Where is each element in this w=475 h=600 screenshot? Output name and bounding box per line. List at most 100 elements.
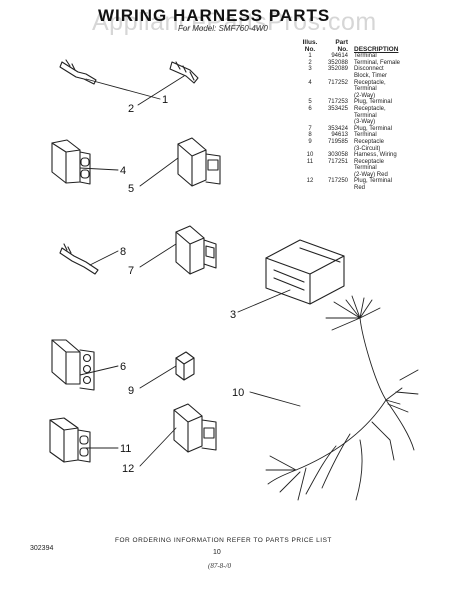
description-cell: (3-Circuit) [354,145,381,152]
illus-cell: 11 [306,158,314,165]
table-row: Terminal [300,86,464,93]
revision-mark: (87-8-/0 [208,562,231,570]
table-row: 1 94614 Terminal [300,53,464,60]
illus-cell: 8 [308,132,312,139]
table-row: (2-Way) [300,93,464,100]
table-row: Red [300,185,464,192]
illus-cell: 7 [308,125,312,132]
table-row: 12 717250 Plug, Terminal [300,178,464,185]
table-row: 6 353425 Receptacle, [300,106,464,113]
header-part-no: No. [337,45,348,53]
callout-5: 5 [128,183,134,195]
part-number-cell: 353424 [327,125,348,132]
part-number-cell: 352088 [327,59,348,66]
part-3-disconnect-block [265,239,345,305]
table-row: 8 94613 Terminal [300,132,464,139]
illus-cell: 4 [308,79,312,86]
part-4-receptacle [51,139,91,185]
part-number-cell: 717252 [327,79,348,86]
document-number: 302394 [30,545,54,552]
page-number: 10 [213,549,221,556]
description-cell: Plug, Terminal [354,99,392,106]
part-2-terminal-female [169,61,199,84]
watermark-text: AppliancePartsPros.com [92,8,377,36]
description-cell: Receptacle [354,158,385,165]
table-row: 11 717251 Receptacle [300,159,464,166]
description-cell: Terminal [354,53,377,60]
callout-leaders [79,75,301,467]
table-header-row-2: No. No. DESCRIPTION [300,45,464,54]
illus-cell: 12 [306,178,314,185]
callout-3: 3 [230,309,236,321]
part-number-cell: 353425 [327,105,348,112]
description-cell: Receptacle [354,138,385,145]
part-number-cell: 94614 [331,53,348,60]
callout-11: 11 [120,443,131,455]
callout-8: 8 [120,246,126,258]
part-8-terminal [59,243,99,275]
callout-4: 4 [120,165,126,177]
part-10-wiring-harness [265,295,419,501]
table-row: 10 303058 Harness, Wiring [300,152,464,159]
header-part: Part [335,39,348,46]
description-cell: Receptacle, [354,105,386,112]
table-header-row-1: Illus. Part [300,39,464,47]
header-illus: Illus. [302,39,318,46]
table-row: (3-Way) [300,119,464,126]
callout-6: 6 [120,361,126,373]
part-number-cell: 303058 [327,152,348,159]
part-number-cell: 717251 [327,158,348,165]
header-description: DESCRIPTION [354,45,399,53]
table-row: 7 353424 Plug, Terminal [300,126,464,133]
table-row: (2-Way) Red [300,172,464,179]
description-cell: (2-Way) [354,92,376,99]
callout-10: 10 [232,387,244,399]
part-7-plug [175,225,217,275]
description-cell: Plug, Terminal [354,178,392,185]
callout-12: 12 [122,463,134,475]
description-cell: Disconnect [354,66,384,73]
description-cell: Terminal, Female [354,59,401,66]
part-1-terminal [59,59,97,85]
description-cell: (2-Way) Red [354,171,388,178]
description-cell: Terminal [354,132,377,139]
description-cell: Harness, Wiring [354,152,397,159]
description-cell: Block, Timer [354,72,388,79]
part-number-cell: 352089 [327,66,348,73]
callout-7: 7 [128,265,134,277]
page-title: WIRING HARNESS PARTS [98,6,331,25]
ordering-info-note: FOR ORDERING INFORMATION REFER TO PARTS … [115,537,332,544]
table-row: 4 717252 Receptacle, [300,80,464,87]
part-9-receptacle [175,351,195,381]
description-cell: Plug, Terminal [354,125,392,132]
illus-cell: 1 [308,53,312,60]
header-illus-no: No. [304,45,316,53]
description-cell: Red [354,185,366,192]
description-cell: Receptacle, [354,79,386,86]
description-cell: Terminal [354,86,377,93]
part-6-receptacle [51,339,95,391]
callout-1: 1 [162,94,168,106]
part-number-cell: 94613 [331,132,348,139]
part-number-cell: 717253 [327,99,348,106]
part-5-plug [177,137,221,187]
part-11-receptacle-red [49,417,91,463]
illus-cell: 9 [308,138,312,145]
table-row: Block, Timer [300,73,464,80]
description-cell: Terminal [354,112,377,119]
model-subtitle: For Model: SMF760-4W0 [178,24,268,33]
illus-cell: 6 [308,105,312,112]
part-number-cell: 717250 [327,178,348,185]
illus-cell: 10 [306,152,314,159]
callout-2: 2 [128,103,134,115]
callout-9: 9 [128,385,134,397]
part-number-cell: 719585 [327,138,348,145]
illus-cell: 5 [308,99,312,106]
table-row: 5 717253 Plug, Terminal [300,99,464,106]
description-cell: (3-Way) [354,119,376,126]
